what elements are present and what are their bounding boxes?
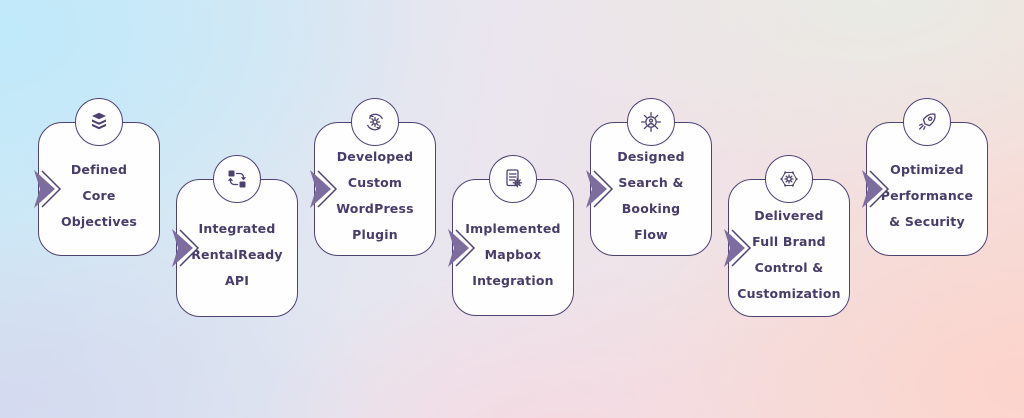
integration-flow-icon — [228, 170, 246, 188]
step-card-2: Integrated RentalReady API — [172, 155, 298, 317]
step-card-3: Developed Custom WordPress Plugin — [310, 98, 436, 256]
layers-icon — [92, 112, 106, 130]
rocket-icon — [919, 113, 936, 130]
step-arrow-icon — [34, 170, 62, 208]
layers-icon-badge — [75, 98, 123, 146]
step-label: Delivered Full Brand Control & Customiza… — [737, 208, 841, 301]
integration-flow-icon-badge — [213, 155, 261, 203]
document-gear-icon — [506, 169, 522, 188]
step-label: Designed Search & Booking Flow — [617, 149, 685, 242]
gear-network-icon-badge — [765, 155, 813, 203]
step-arrow-icon — [172, 229, 200, 267]
step-arrow-icon — [586, 170, 614, 208]
step-card-4: Implemented Mapbox Integration — [448, 155, 574, 316]
step-arrow-icon — [448, 228, 476, 267]
step-arrow-icon — [862, 170, 890, 208]
step-label: Integrated RentalReady API — [191, 221, 283, 288]
step-card-1: Defined Core Objectives — [34, 98, 160, 256]
gear-sync-icon-badge — [351, 98, 399, 146]
step-card-6: Delivered Full Brand Control & Customiza… — [724, 155, 850, 317]
document-gear-icon-badge — [489, 155, 537, 203]
step-label: Developed Custom WordPress Plugin — [336, 149, 414, 242]
user-network-icon — [641, 112, 661, 132]
step-label: Implemented Mapbox Integration — [465, 220, 561, 288]
step-arrow-icon — [724, 229, 752, 267]
rocket-icon-badge — [903, 98, 951, 146]
step-label: Defined Core Objectives — [60, 162, 138, 229]
step-arrow-icon — [310, 170, 338, 208]
step-card-5: Designed Search & Booking Flow — [586, 98, 712, 256]
gear-network-icon — [780, 171, 798, 187]
gear-sync-icon — [367, 113, 383, 131]
user-network-icon-badge — [627, 98, 675, 146]
step-card-7: Optimized Performance & Security — [862, 98, 988, 256]
step-label: Optimized Performance & Security — [880, 162, 974, 229]
